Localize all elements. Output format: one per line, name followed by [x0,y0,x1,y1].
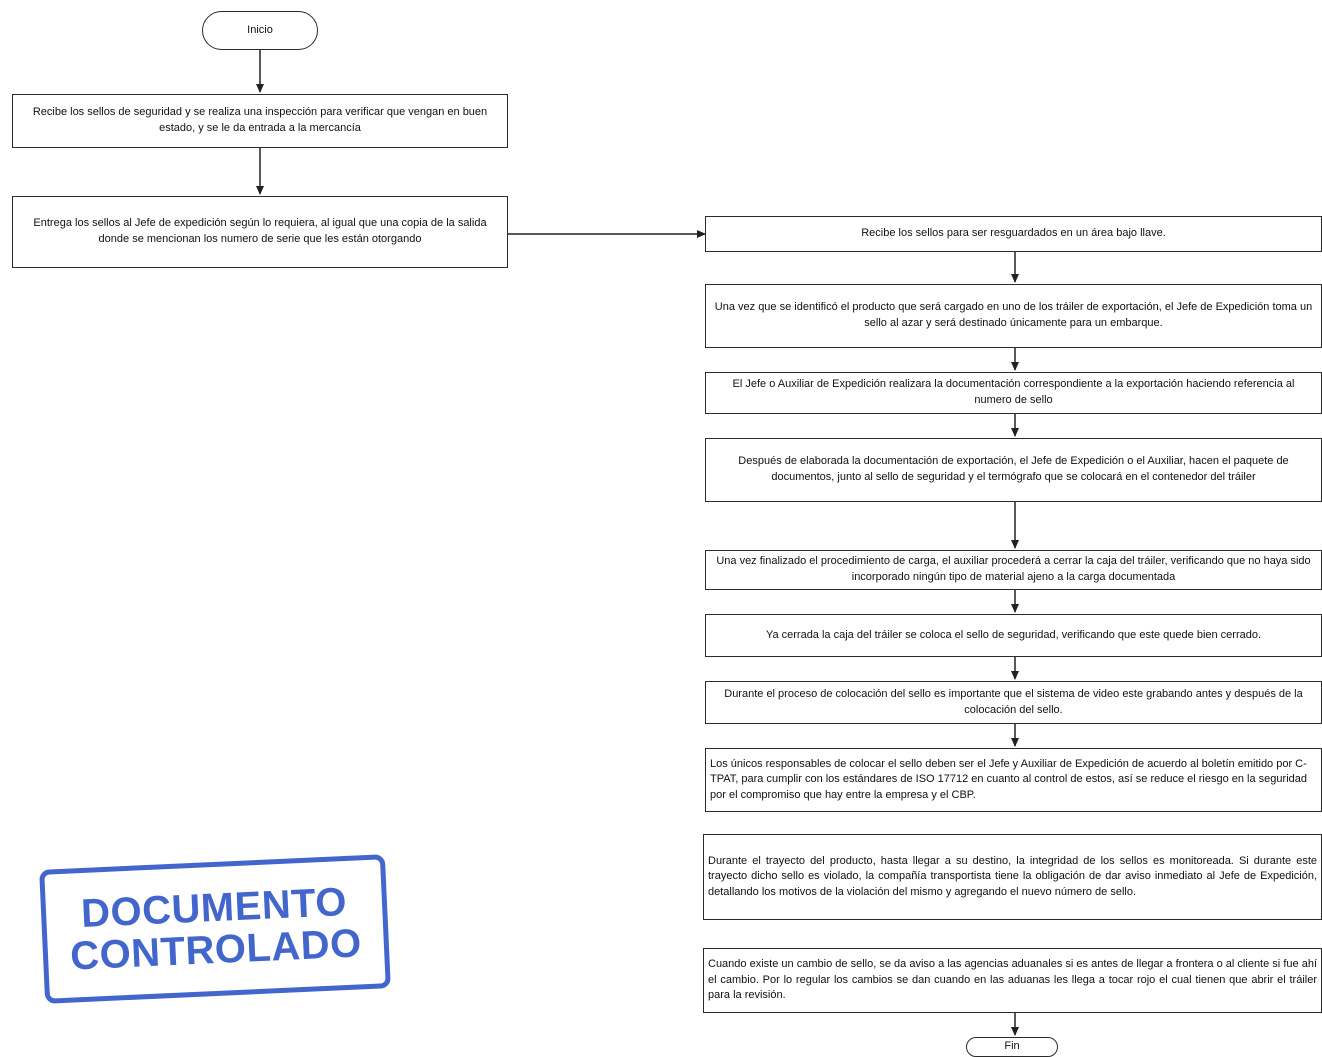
start-label: Inicio [247,23,273,36]
step-video-recording: Durante el proceso de colocación del sel… [705,681,1322,724]
step-store-seals-text: Recibe los sellos para ser resguardados … [861,227,1166,240]
step-document-package: Después de elaborada la documentación de… [705,438,1322,502]
step-transit-monitoring: Durante el trayecto del producto, hasta … [703,834,1322,920]
step-deliver-seals-text: Entrega los sellos al Jefe de expedición… [33,217,487,245]
step-seal-change: Cuando existe un cambio de sello, se da … [703,948,1322,1013]
step-close-trailer: Una vez finalizado el procedimiento de c… [705,550,1322,590]
step-place-seal-text: Ya cerrada la caja del tráiler se coloca… [765,628,1262,641]
step-responsible-parties-text: Los únicos responsables de colocar el se… [710,757,1307,801]
step-receive-seals-text: Recibe los sellos de seguridad y se real… [32,106,488,134]
step-export-documentation: El Jefe o Auxiliar de Expedición realiza… [705,372,1322,414]
end-terminal: Fin [966,1037,1058,1057]
step-select-seal: Una vez que se identificó el producto qu… [705,284,1322,348]
step-select-seal-text: Una vez que se identificó el producto qu… [714,301,1313,329]
step-transit-monitoring-text: Durante el trayecto del producto, hasta … [708,854,1317,898]
step-close-trailer-text: Una vez finalizado el procedimiento de c… [716,555,1311,583]
step-responsible-parties: Los únicos responsables de colocar el se… [705,748,1322,812]
step-receive-seals: Recibe los sellos de seguridad y se real… [12,94,508,148]
step-seal-change-text: Cuando existe un cambio de sello, se da … [708,958,1317,1002]
step-deliver-seals: Entrega los sellos al Jefe de expedición… [12,196,508,268]
step-place-seal: Ya cerrada la caja del tráiler se coloca… [705,614,1322,657]
end-label: Fin [1004,1040,1020,1053]
step-document-package-text: Después de elaborada la documentación de… [738,455,1289,483]
start-terminal: Inicio [202,11,318,50]
step-video-recording-text: Durante el proceso de colocación del sel… [724,687,1303,716]
controlled-document-stamp: DOCUMENTO CONTROLADO [39,854,391,1004]
step-export-documentation-text: El Jefe o Auxiliar de Expedición realiza… [732,378,1295,406]
step-store-seals: Recibe los sellos para ser resguardados … [705,216,1322,252]
